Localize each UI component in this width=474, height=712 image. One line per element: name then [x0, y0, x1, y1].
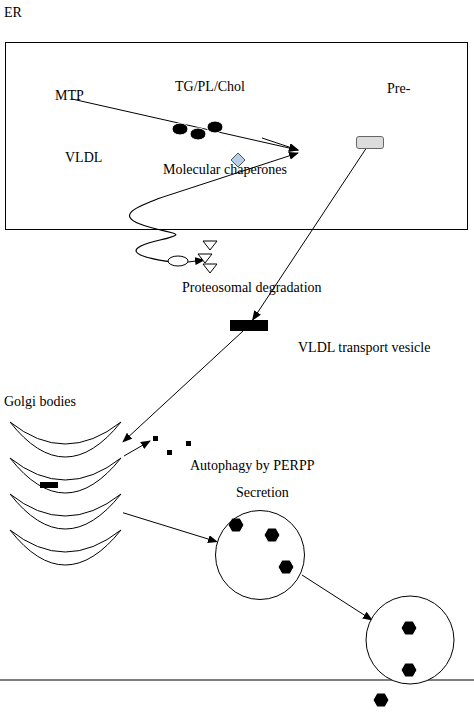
cisterna: [10, 422, 121, 457]
node-heading: Pre-: [387, 81, 410, 97]
degraded-particle: [186, 441, 191, 446]
node-heading: Golgi bodies: [4, 394, 76, 410]
cisterna: [10, 458, 121, 493]
mtp-arrow: [72, 99, 298, 150]
fusing-vesicle: [366, 596, 454, 684]
lipid-droplet: [172, 123, 188, 135]
transport-vesicle: VLDL transport vesicle: [230, 320, 268, 331]
degradation-arrow: [188, 260, 204, 262]
degraded-fragment: [203, 264, 217, 273]
pre-vldl-particle: Pre-: [356, 136, 384, 149]
vldl-particle: [401, 663, 417, 677]
vldl-particle: [264, 528, 280, 542]
lipid-label: TG/PL/Chol: [175, 79, 245, 95]
node-heading: Secretion: [236, 485, 289, 501]
vldl-particle: [373, 693, 389, 707]
secretory-vesicle: Secretion: [215, 510, 305, 600]
degraded-particle: [153, 436, 158, 441]
process-label: Autophagy by PERPP: [190, 458, 314, 474]
apob-chain: [130, 198, 176, 262]
chaperone-arrow: [160, 153, 298, 198]
degraded-particle: [167, 450, 172, 455]
process-label: Proteosomal degradation: [182, 280, 322, 296]
er-compartment: ERPre-: [5, 42, 468, 230]
cargo-vesicle: [40, 482, 58, 488]
golgi-stack: Golgi bodies: [8, 420, 123, 570]
lipid-arrow: [262, 138, 298, 150]
cisterna: [10, 494, 121, 529]
degraded-fragment: [198, 254, 212, 263]
golgi-cisternae: [8, 420, 123, 570]
lipid-droplet: [207, 121, 223, 133]
flow-arrow: [123, 331, 243, 442]
autophagy-arrow: [124, 441, 150, 456]
degraded-fragment: [203, 241, 217, 250]
chaperone-label: Molecular chaperones: [163, 162, 287, 178]
enzyme-label: MTP: [55, 88, 84, 104]
cisterna: [10, 530, 121, 565]
fusion-arrow: [302, 575, 372, 620]
node-heading: ER: [4, 5, 22, 21]
ribosome: [168, 256, 188, 266]
flow-arrow: [123, 513, 217, 542]
lipid-droplet: [190, 128, 206, 140]
vldl-particle: [228, 518, 244, 532]
particle-label: VLDL: [65, 150, 102, 166]
vldl-particle: [401, 621, 417, 635]
vldl-particle: [278, 560, 294, 574]
node-heading: VLDL transport vesicle: [298, 340, 430, 356]
